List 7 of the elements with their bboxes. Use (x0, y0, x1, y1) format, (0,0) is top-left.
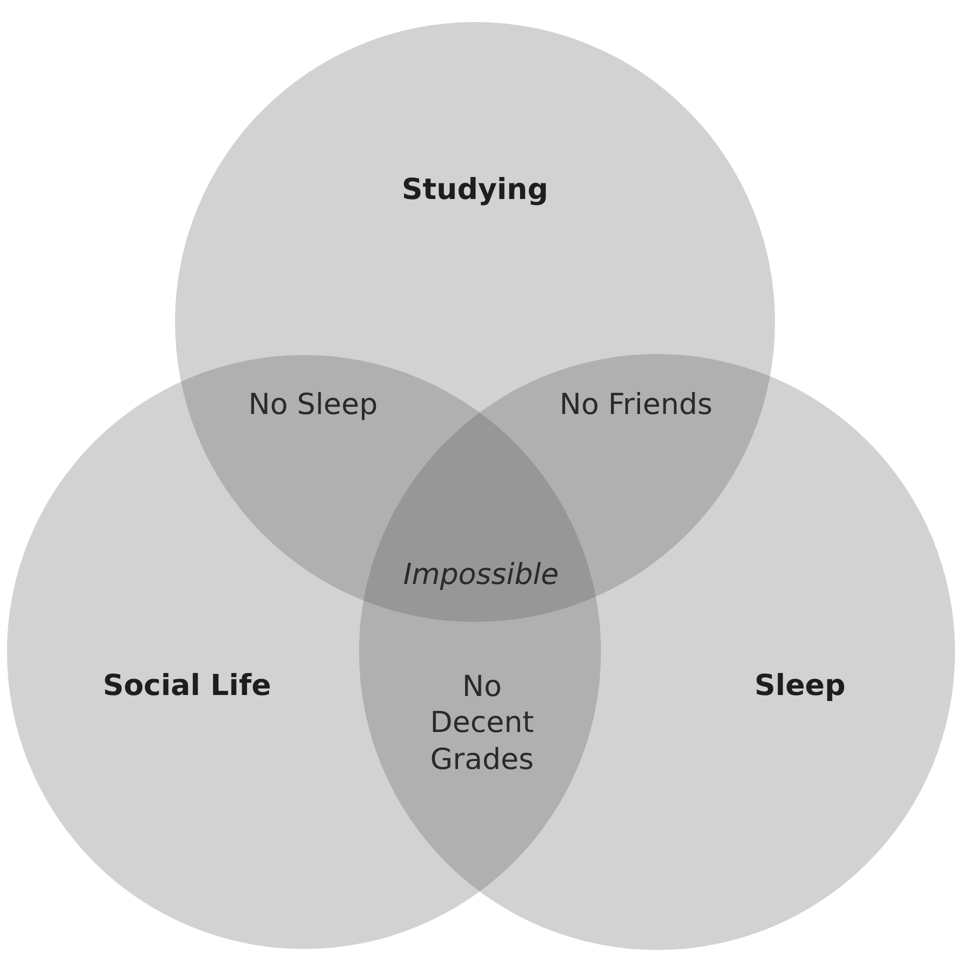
overlap-label: No Decent Grades (429, 668, 535, 777)
intersection-label: Impossible (402, 556, 560, 592)
overlap-label: No Friends (558, 386, 714, 422)
overlap-label: No Sleep (247, 386, 379, 422)
circle-label: Sleep (754, 668, 846, 702)
circle-label: Social Life (102, 668, 272, 702)
circle-label: Studying (402, 172, 548, 206)
